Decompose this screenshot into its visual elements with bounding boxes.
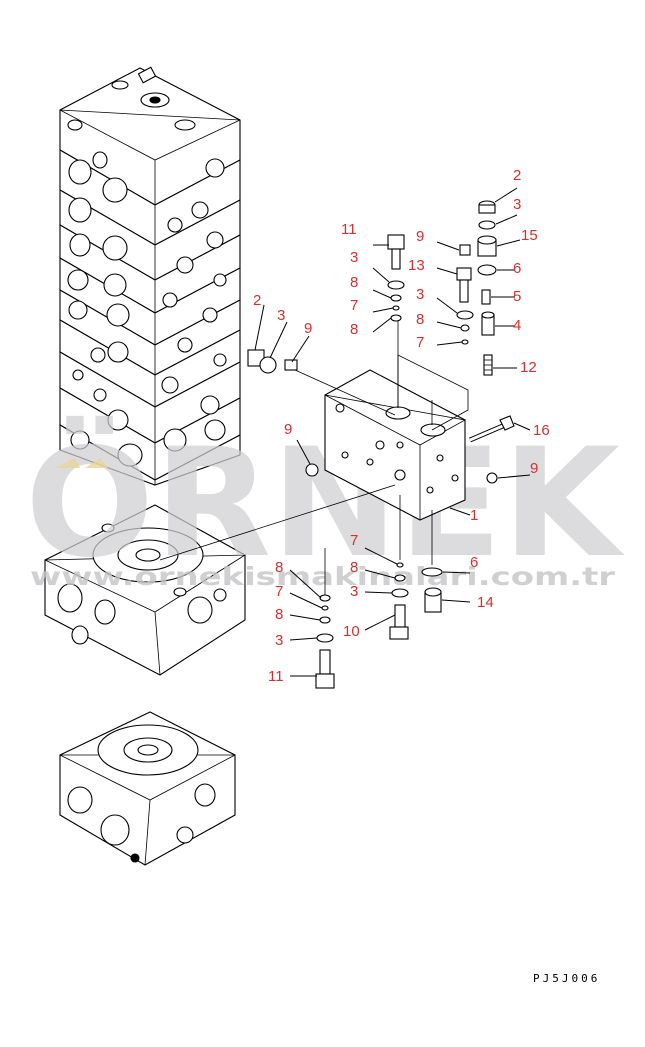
- callout-1: 1: [470, 507, 478, 524]
- left-face-ports: [67, 151, 143, 467]
- callout-16: 16: [533, 422, 550, 439]
- callout-2: 2: [513, 167, 521, 184]
- section-body-1: [324, 369, 467, 521]
- callout-8: 8: [416, 311, 424, 328]
- callout-4: 4: [513, 317, 521, 334]
- callout-3: 3: [277, 307, 285, 324]
- drawing-code: PJ5J006: [533, 972, 600, 985]
- right-face-ports: [161, 158, 227, 452]
- callout-6: 6: [513, 260, 521, 277]
- callout-3: 3: [275, 632, 283, 649]
- callout-8: 8: [275, 606, 283, 623]
- callout-3: 3: [350, 583, 358, 600]
- valve-block-bottom: [59, 711, 236, 866]
- valve-block-middle: [44, 504, 247, 676]
- callout-7: 7: [350, 532, 358, 549]
- callout-15: 15: [521, 227, 538, 244]
- callout-10: 10: [343, 623, 360, 640]
- valve-sections: [59, 149, 241, 486]
- callout-9: 9: [304, 320, 312, 337]
- watermark-url: www.ornekismakinalari.com.tr: [30, 562, 616, 591]
- callout-7: 7: [416, 334, 424, 351]
- callout-9: 9: [530, 460, 538, 477]
- control-valve-stack: [59, 66, 241, 486]
- plug-parts: [247, 349, 498, 484]
- callout-11: 11: [341, 221, 357, 238]
- callout-8: 8: [350, 559, 358, 576]
- callout-9: 9: [284, 421, 292, 438]
- callout-12: 12: [520, 359, 537, 376]
- callout-7: 7: [275, 583, 283, 600]
- callout-9: 9: [416, 228, 424, 245]
- callout-8: 8: [275, 559, 283, 576]
- callout-3: 3: [513, 196, 521, 213]
- tie-bolt: [469, 415, 515, 443]
- callout-6: 6: [470, 554, 478, 571]
- relief-valve-parts: [477, 200, 497, 376]
- callout-8: 8: [350, 274, 358, 291]
- callouts: 2 3 15 6 5 4 12 16 9 1 6 14 11 3 8 7 8 9…: [253, 167, 550, 685]
- leader-lines: [254, 187, 531, 677]
- callout-8: 8: [350, 321, 358, 338]
- lower-parts-left: [315, 548, 335, 689]
- callout-14: 14: [477, 594, 494, 611]
- callout-5: 5: [513, 288, 521, 305]
- callout-7: 7: [350, 297, 358, 314]
- callout-11: 11: [268, 668, 284, 685]
- callout-2: 2: [253, 292, 261, 309]
- callout-3: 3: [416, 286, 424, 303]
- lower-parts-right: [389, 562, 443, 640]
- callout-3: 3: [350, 249, 358, 266]
- callout-13: 13: [408, 257, 425, 274]
